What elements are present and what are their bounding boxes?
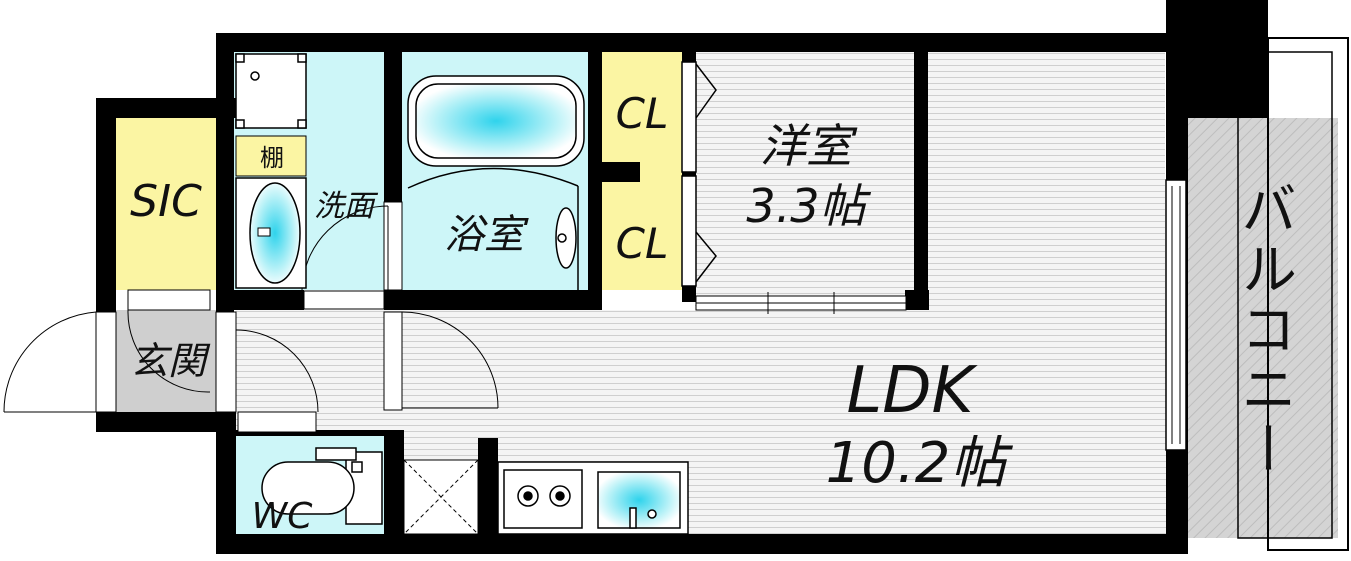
closet-top-label: CL [616, 89, 669, 138]
western-room-name: 洋室 [760, 119, 858, 173]
toilet-icon [261, 447, 383, 525]
bathtub-icon [407, 75, 585, 290]
western-room-size: 3.3帖 [746, 179, 871, 233]
kitchen-counter [497, 461, 689, 535]
washbasin-icon [235, 177, 307, 289]
ldk-name: LDK [847, 354, 979, 428]
western-room-window [915, 60, 925, 284]
balcony-label: バルコニー [1232, 180, 1297, 480]
door-swings [3, 205, 499, 413]
bathroom-label: 浴室 [444, 212, 529, 258]
sic-label: SIC [130, 176, 202, 227]
entrance-label: 玄関 [130, 339, 211, 383]
storage-box [403, 459, 479, 535]
closet-doors [681, 61, 717, 287]
washing-machine-icon [235, 53, 307, 129]
balcony-floor [1188, 118, 1338, 538]
western-room-floor [695, 52, 1165, 310]
shelf [235, 135, 307, 177]
ldk-size: 10.2帖 [826, 431, 1014, 496]
closet-bottom-label: CL [616, 219, 669, 268]
entrance-floor [116, 310, 216, 412]
sic-floor [116, 118, 216, 290]
wc-label: WC [252, 496, 314, 537]
balcony-window [1165, 179, 1187, 451]
washroom-label: 洗面 [314, 189, 379, 224]
shelf-label: 棚 [260, 144, 284, 172]
western-room-sliding-door [695, 292, 907, 314]
balcony-railing [1237, 37, 1349, 551]
